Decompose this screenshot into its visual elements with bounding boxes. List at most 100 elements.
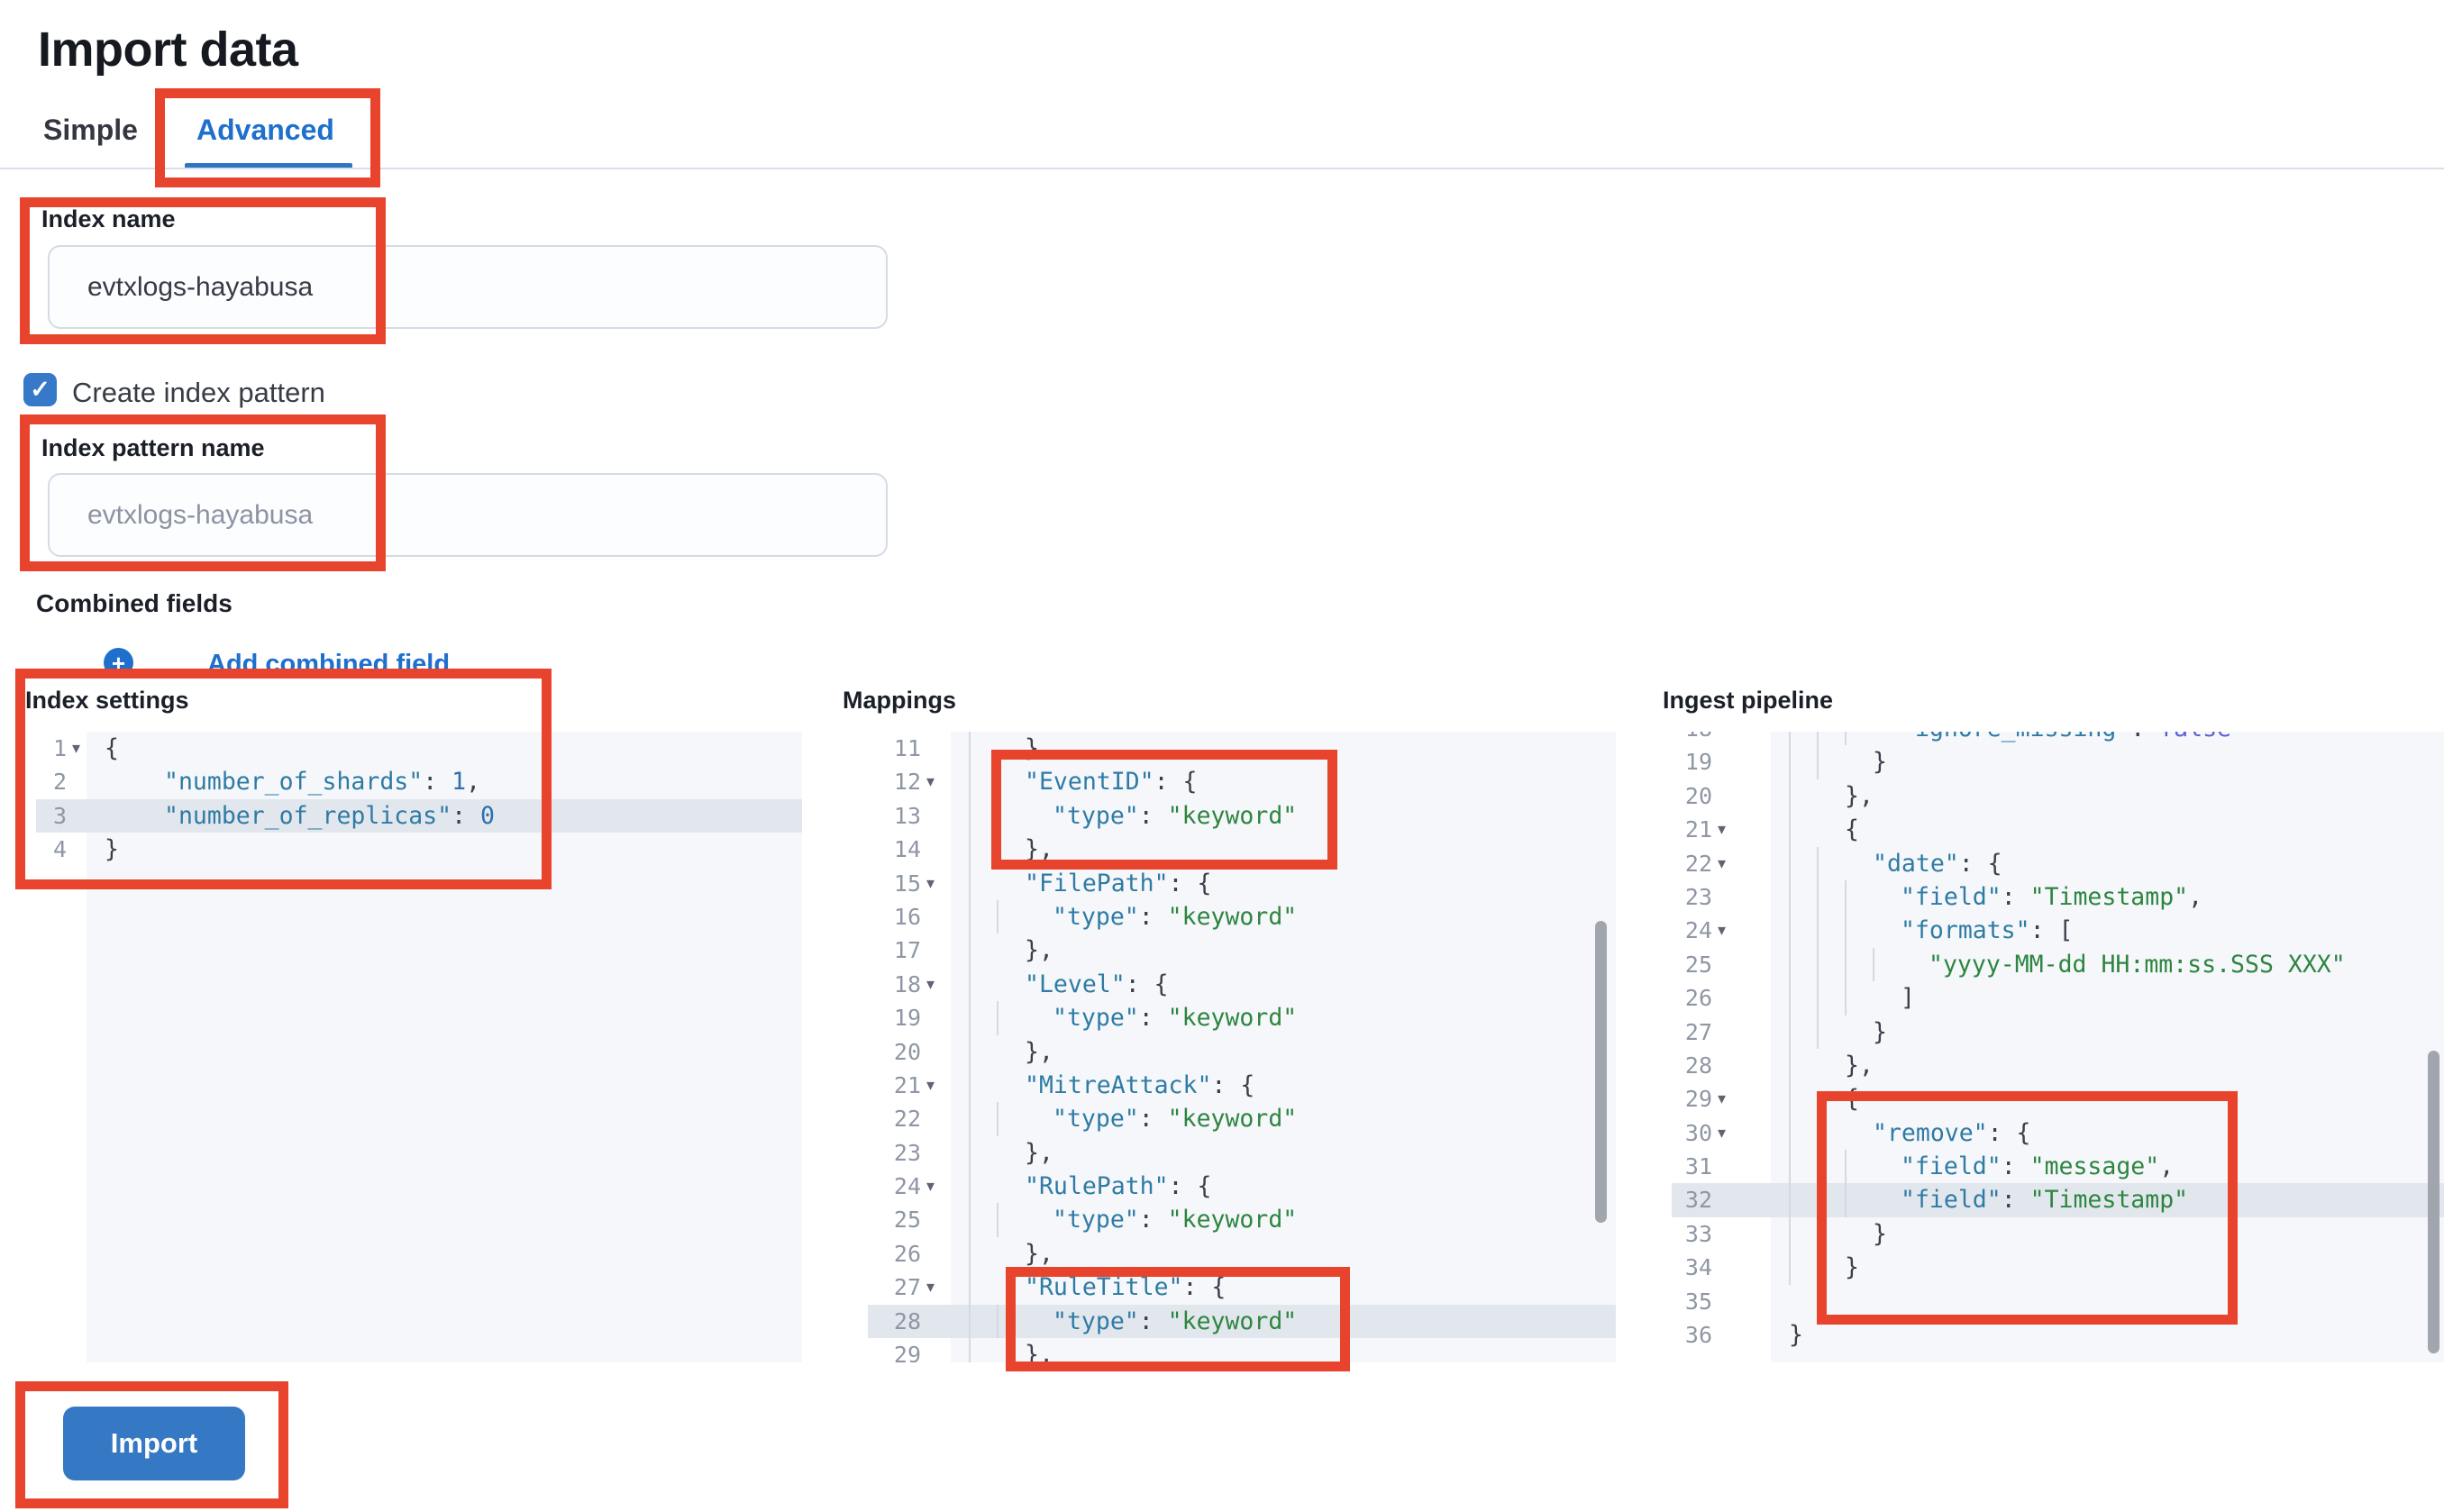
indent-guide [1817, 1015, 1819, 1049]
create-index-pattern-checkbox[interactable]: ✓ [23, 373, 57, 406]
code-content: { [1771, 1082, 2444, 1116]
ingest-pipeline-editor[interactable]: 18"ignore_missing": false19}20},21 ▾ {22▾"… [1672, 732, 2444, 1362]
line-number: 21 [1684, 816, 1712, 843]
indent-guide [969, 798, 971, 833]
code-line[interactable]: 26}, [868, 1236, 1616, 1271]
code-token: }, [1025, 1138, 1053, 1167]
mappings-editor[interactable]: 11},12▾"EventID": {13"type": "keyword"14… [868, 732, 1616, 1362]
code-token: }, [1025, 936, 1053, 965]
code-token: "keyword" [1167, 902, 1298, 931]
code-line[interactable]: 29}, [868, 1338, 1616, 1362]
indent-guide [1789, 1015, 1791, 1049]
code-token: : [ [2029, 916, 2074, 945]
code-line[interactable]: 31"field": "message", [1672, 1150, 2444, 1184]
code-line[interactable]: 28}, [1672, 1048, 2444, 1083]
fold-caret-icon[interactable]: ▾ [926, 873, 935, 892]
code-token: "type" [1053, 1004, 1139, 1033]
active-tab-underline [185, 163, 352, 169]
tab-simple[interactable]: Simple [43, 114, 138, 146]
fold-caret-icon[interactable]: ▾ [1718, 1089, 1727, 1108]
indent-guide [969, 1102, 971, 1136]
code-token: "Level" [1025, 970, 1126, 998]
tab-advanced[interactable]: Advanced [196, 114, 334, 146]
code-line[interactable]: 36} [1672, 1318, 2444, 1352]
fold-caret-icon[interactable]: ▾ [926, 1075, 935, 1094]
code-content: "type": "keyword" [951, 1304, 1616, 1339]
code-text: "RulePath": { [951, 1170, 1211, 1203]
code-line[interactable]: 20}, [1672, 779, 2444, 814]
code-token: "FilePath" [1025, 869, 1169, 897]
code-line[interactable]: 3"number_of_replicas": 0 [36, 798, 802, 833]
mappings-scrollbar[interactable] [1595, 921, 1607, 1223]
code-line[interactable]: 2"number_of_shards": 1, [36, 765, 802, 798]
line-number: 20 [1684, 782, 1712, 809]
code-line[interactable]: 11}, [868, 732, 1616, 766]
fold-caret-icon[interactable]: ▾ [1718, 820, 1727, 839]
code-token: : { [1168, 869, 1212, 897]
code-line[interactable]: 15▾"FilePath": { [868, 866, 1616, 900]
fold-caret-icon[interactable]: ▾ [72, 739, 81, 757]
code-line[interactable]: 19} [1672, 745, 2444, 779]
fold-caret-icon[interactable]: ▾ [926, 1177, 935, 1196]
code-line[interactable]: 29 ▾ { [1672, 1082, 2444, 1116]
code-line[interactable]: 22"type": "keyword" [868, 1102, 1616, 1136]
line-number: 27 [893, 1274, 921, 1301]
code-line[interactable]: 17}, [868, 934, 1616, 968]
code-line[interactable]: 23"field": "Timestamp", [1672, 879, 2444, 915]
plus-icon[interactable]: + [104, 648, 133, 678]
index-name-input[interactable] [48, 245, 888, 329]
index-pattern-name-input[interactable] [48, 473, 888, 557]
code-line[interactable]: 22▾"date": { [1672, 846, 2444, 880]
code-token: "number_of_shards" [164, 768, 424, 797]
code-line[interactable]: 35] [1672, 1285, 2444, 1318]
code-line[interactable]: 24▾"formats": [ [1672, 914, 2444, 948]
code-line[interactable]: 28"type": "keyword" [868, 1304, 1616, 1339]
code-line[interactable]: 18▾"Level": { [868, 967, 1616, 1002]
fold-caret-icon[interactable]: ▾ [1718, 1123, 1727, 1142]
code-line[interactable]: 27▾"RuleTitle": { [868, 1271, 1616, 1305]
code-line[interactable]: 30▾"remove": { [1672, 1116, 2444, 1151]
code-line[interactable]: 25"yyyy-MM-dd HH:mm:ss.SSS XXX" [1672, 947, 2444, 982]
index-settings-editor[interactable]: 1▾{2"number_of_shards": 1,3"number_of_re… [36, 732, 802, 1362]
line-number: 28 [1684, 1052, 1712, 1079]
fold-caret-icon[interactable]: ▾ [1718, 921, 1727, 940]
code-line[interactable]: 24▾"RulePath": { [868, 1170, 1616, 1204]
code-line[interactable]: 33} [1672, 1216, 2444, 1252]
code-line[interactable]: 20}, [868, 1034, 1616, 1069]
code-line[interactable]: 21▾"MitreAttack": { [868, 1068, 1616, 1103]
code-line[interactable]: 12▾"EventID": { [868, 765, 1616, 799]
code-line[interactable]: 34} [1672, 1251, 2444, 1285]
fold-caret-icon[interactable]: ▾ [1718, 853, 1727, 872]
code-line[interactable]: 27} [1672, 1015, 2444, 1049]
code-line[interactable]: 19"type": "keyword" [868, 1001, 1616, 1035]
fold-gutter [921, 1102, 951, 1135]
fold-caret-icon[interactable]: ▾ [926, 772, 935, 791]
code-line[interactable]: 32"field": "Timestamp" [1672, 1183, 2444, 1217]
code-line[interactable]: 18"ignore_missing": false [1672, 732, 2444, 746]
add-combined-field-link[interactable]: Add combined field [207, 650, 451, 679]
code-line[interactable]: 25"type": "keyword" [868, 1203, 1616, 1237]
code-line[interactable]: 4} [36, 833, 802, 866]
code-line[interactable]: 13"type": "keyword" [868, 798, 1616, 833]
import-button[interactable]: Import [63, 1407, 245, 1480]
code-text: "type": "keyword" [951, 1001, 1297, 1034]
line-number: 27 [1684, 1018, 1712, 1045]
line-number: 35 [1684, 1288, 1712, 1315]
code-text: } [1771, 745, 1887, 779]
line-number: 29 [1684, 1086, 1712, 1113]
fold-caret-icon[interactable]: ▾ [926, 1278, 935, 1297]
indent-guide [1789, 779, 1791, 814]
code-content: }, [951, 732, 1616, 766]
ingest-scrollbar[interactable] [2428, 1051, 2439, 1353]
code-line[interactable]: 21▾{ [1672, 813, 2444, 847]
fold-caret-icon[interactable]: ▾ [926, 974, 935, 993]
code-text: }, [951, 934, 1053, 967]
indent-guide [1817, 1216, 1819, 1252]
code-line[interactable]: 26] [1672, 981, 2444, 1016]
code-line[interactable]: 23}, [868, 1135, 1616, 1170]
code-line[interactable]: 16"type": "keyword" [868, 899, 1616, 934]
code-token: : [1138, 1307, 1168, 1335]
code-line[interactable]: 1▾{ [36, 732, 802, 765]
code-line[interactable]: 14}, [868, 833, 1616, 867]
line-number: 13 [893, 802, 921, 829]
